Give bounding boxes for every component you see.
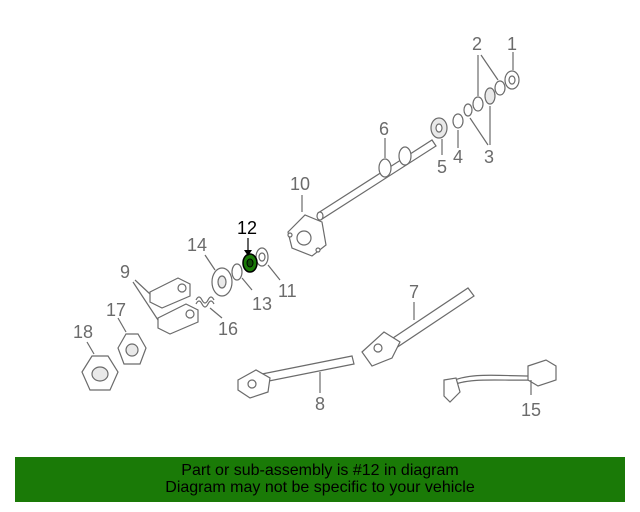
callout-2: 2 (472, 34, 482, 54)
callout-6: 6 (379, 119, 389, 139)
part-9[interactable]: 9 (120, 262, 199, 335)
callout-18: 18 (73, 322, 93, 342)
callout-3: 3 (484, 147, 494, 167)
callout-17: 17 (106, 300, 126, 320)
callout-7: 7 (409, 282, 419, 302)
part-14[interactable]: 14 (187, 235, 233, 297)
part-12-highlighted[interactable]: 12 (237, 218, 258, 273)
banner-line-1: Part or sub-assembly is #12 in diagram (181, 462, 459, 479)
part-17[interactable]: 17 (106, 300, 147, 365)
callout-9: 9 (120, 262, 130, 282)
part-6[interactable]: 6 (316, 119, 437, 221)
part-8[interactable]: 8 (237, 355, 355, 414)
callout-16: 16 (218, 319, 238, 339)
callout-8: 8 (315, 394, 325, 414)
banner-line-2: Diagram may not be specific to your vehi… (165, 479, 475, 496)
parts-diagram: 1 2 3 4 5 6 (73, 34, 557, 420)
callout-5: 5 (437, 157, 447, 177)
callout-15: 15 (521, 400, 541, 420)
info-banner: Part or sub-assembly is #12 in diagram D… (15, 457, 625, 502)
part-16[interactable]: 16 (195, 296, 238, 339)
part-3[interactable]: 3 (463, 87, 496, 167)
callout-11: 11 (278, 281, 297, 301)
part-11[interactable]: 11 (255, 247, 297, 301)
part-18[interactable]: 18 (73, 322, 119, 391)
callout-13: 13 (252, 294, 272, 314)
part-7[interactable]: 7 (361, 282, 475, 367)
part-10[interactable]: 10 (287, 174, 327, 257)
part-4[interactable]: 4 (452, 113, 464, 167)
callout-14: 14 (187, 235, 207, 255)
part-13[interactable]: 13 (231, 263, 272, 314)
callout-12: 12 (237, 218, 257, 238)
callout-1: 1 (507, 34, 517, 54)
part-15[interactable]: 15 (443, 359, 557, 420)
part-5[interactable]: 5 (430, 117, 448, 177)
part-1[interactable]: 1 (504, 34, 520, 90)
callout-4: 4 (453, 147, 463, 167)
callout-10: 10 (290, 174, 310, 194)
part-2[interactable]: 2 (472, 34, 506, 112)
